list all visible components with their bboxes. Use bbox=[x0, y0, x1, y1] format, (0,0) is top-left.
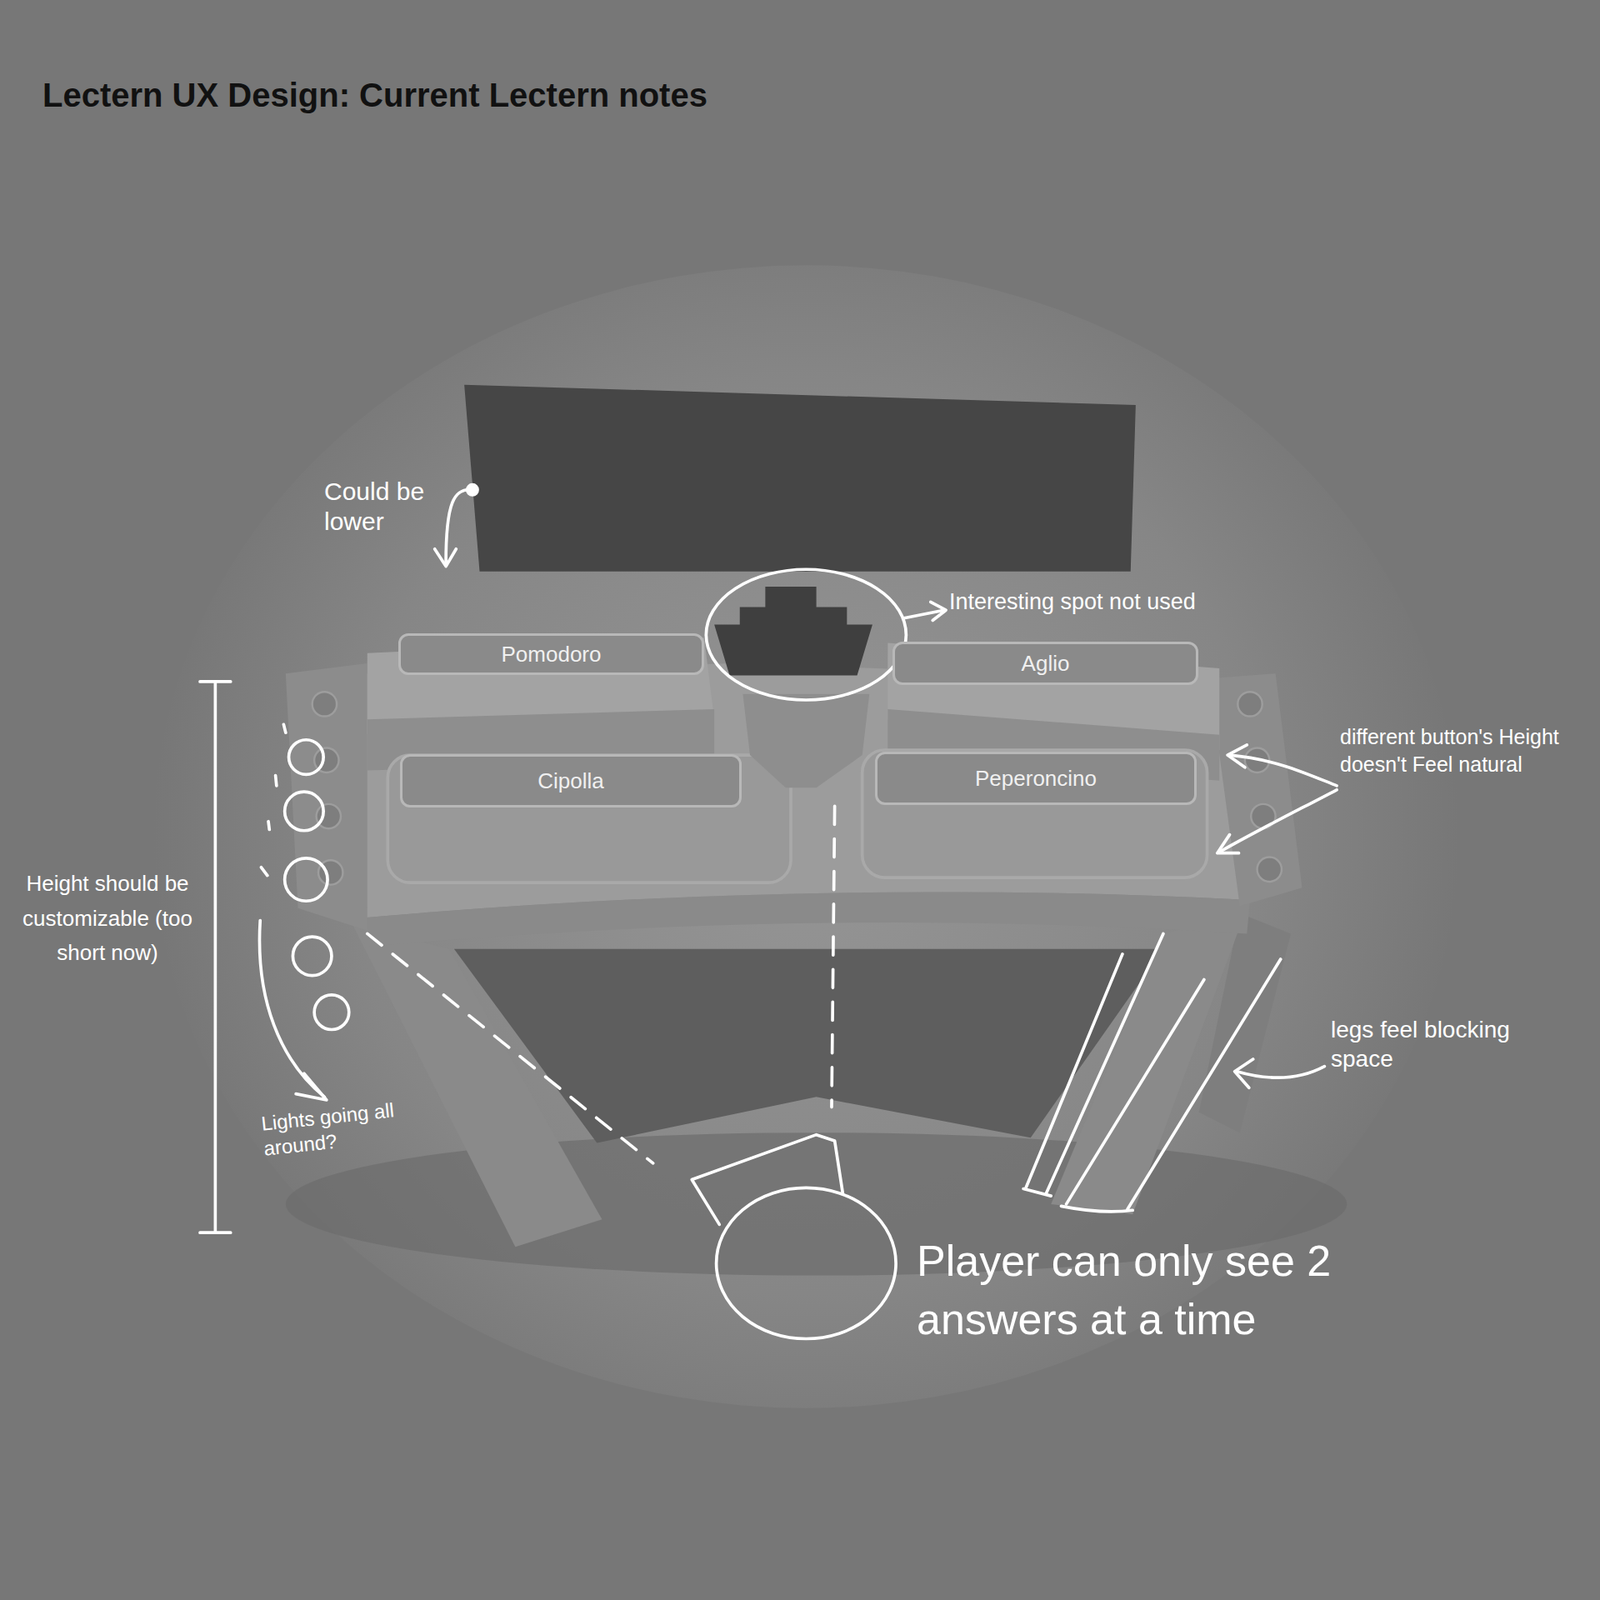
center-base bbox=[742, 694, 870, 789]
sketch-annotations bbox=[200, 485, 1337, 1340]
screen bbox=[464, 385, 1136, 572]
button-pad bbox=[862, 750, 1208, 878]
note-text: Player can only see 2 answers at a time bbox=[916, 1231, 1384, 1349]
vignette bbox=[153, 265, 1460, 1408]
desk-apron bbox=[357, 891, 1250, 947]
button-text: Aglio bbox=[1021, 650, 1070, 677]
left-column bbox=[285, 663, 368, 931]
right-column bbox=[1209, 673, 1302, 906]
note-text: legs feel blocking space bbox=[1330, 1015, 1573, 1074]
button-label: Aglio bbox=[892, 641, 1199, 685]
button-label: Pomodoro bbox=[398, 633, 705, 675]
dimension-note: Height should be customizable (too short… bbox=[8, 866, 207, 971]
left-leg bbox=[351, 923, 602, 1247]
button-text: Peperoncino bbox=[975, 765, 1097, 792]
button-text: Pomodoro bbox=[501, 641, 602, 668]
button-label: Peperoncino bbox=[875, 751, 1197, 805]
page-title: Lectern UX Design: Current Lectern notes bbox=[42, 76, 708, 115]
note-text: Lights going all around? bbox=[260, 1092, 448, 1162]
note-text: Interesting spot not used bbox=[949, 588, 1300, 615]
button-text: Cipolla bbox=[537, 768, 605, 795]
note-text: different button's Height doesn't Feel n… bbox=[1340, 723, 1590, 778]
note-text: Could be lower bbox=[324, 476, 450, 537]
center-stand bbox=[714, 586, 873, 676]
button-label: Cipolla bbox=[400, 754, 742, 808]
